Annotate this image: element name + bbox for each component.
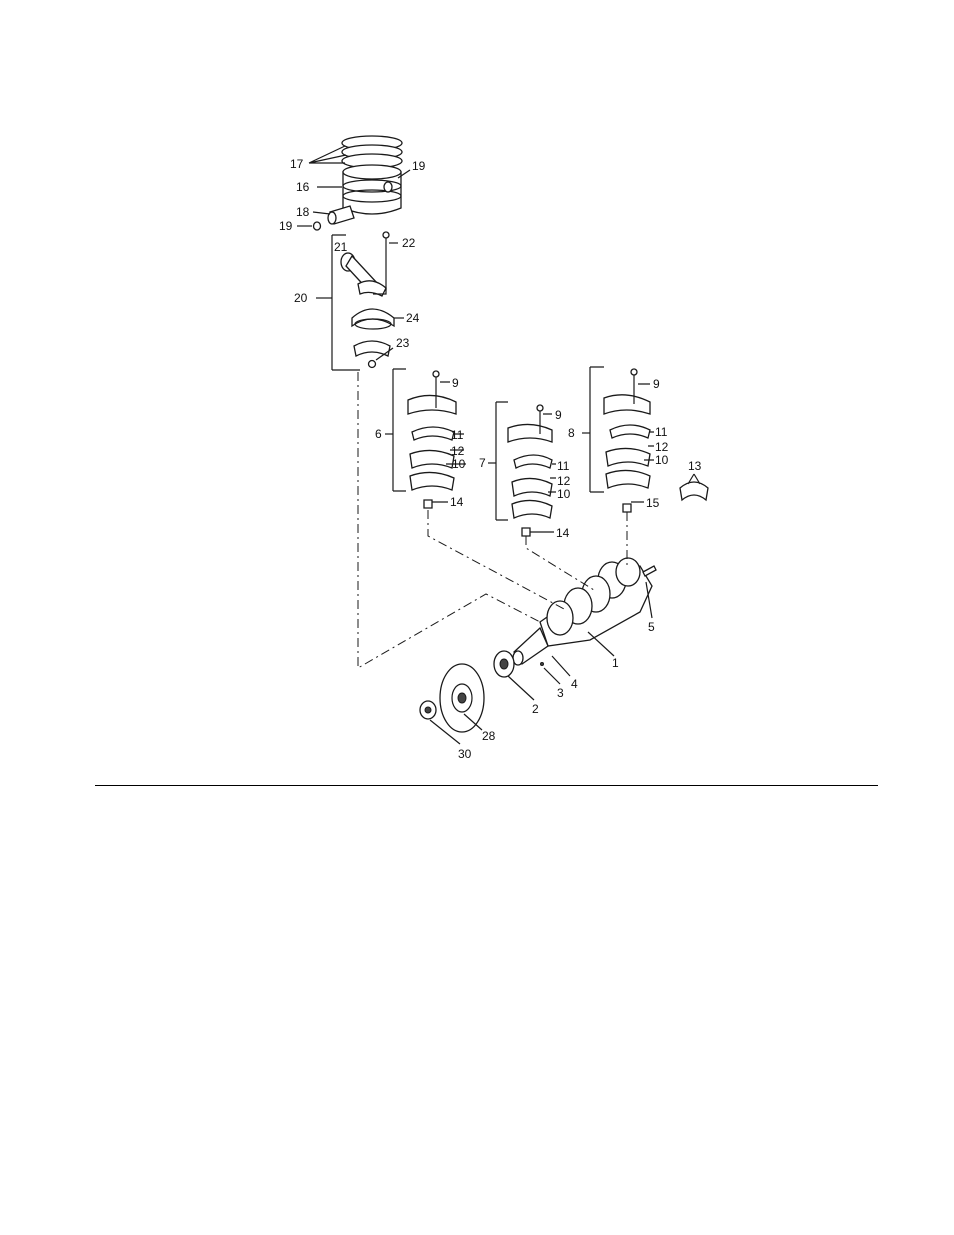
crankshaft-gear (494, 651, 514, 677)
thrust-washer (680, 474, 708, 500)
piston-pin (328, 206, 354, 224)
main-bearing-group-8 (604, 369, 650, 512)
main-bearing-group-6 (408, 371, 456, 508)
callout-18: 18 (296, 205, 310, 219)
main-bearing-group-7 (508, 405, 552, 536)
callout-19-top: 19 (412, 159, 426, 173)
callout-14-group6: 14 (450, 495, 464, 509)
callout-14-group7: 14 (556, 526, 570, 540)
connecting-rod (341, 253, 386, 296)
callout-19-left: 19 (279, 219, 293, 233)
callout-22: 22 (402, 236, 416, 250)
callout-8: 8 (568, 426, 575, 440)
callout-5: 5 (648, 620, 655, 634)
callout-4: 4 (571, 677, 578, 691)
callout-2: 2 (532, 702, 539, 716)
piston-rings (342, 136, 402, 168)
callout-9-group6: 9 (452, 376, 459, 390)
callout-28: 28 (482, 729, 496, 743)
callout-10-group7: 10 (557, 487, 571, 501)
callout-6: 6 (375, 427, 382, 441)
callout-13: 13 (688, 459, 702, 473)
crankshaft-exploded-diagram: 17 19 16 18 19 21 22 20 24 23 9 9 9 6 7 … (0, 0, 954, 780)
crankshaft-key (643, 566, 656, 576)
page-divider-rule (95, 785, 878, 786)
callout-11-group7: 11 (557, 459, 570, 473)
callout-3: 3 (557, 686, 564, 700)
callout-30: 30 (458, 747, 472, 761)
callout-12-group6: 12 (451, 444, 465, 458)
callout-7: 7 (479, 456, 486, 470)
callout-21: 21 (334, 240, 348, 254)
callout-12-group8: 12 (655, 440, 669, 454)
rod-bearing-upper (352, 309, 394, 329)
callout-12-group7: 12 (557, 474, 571, 488)
snap-ring-left (314, 222, 321, 230)
crankshaft (513, 558, 652, 665)
callout-15: 15 (646, 496, 660, 510)
snap-ring-right (384, 182, 392, 192)
callout-16: 16 (296, 180, 310, 194)
callout-1: 1 (612, 656, 619, 670)
callout-10-group8: 10 (655, 453, 669, 467)
rod-bolt (383, 232, 398, 290)
pulley-nut (420, 701, 436, 719)
callout-20: 20 (294, 291, 308, 305)
callout-11-group6: 11 (451, 428, 464, 442)
callout-10-group6: 10 (452, 457, 466, 471)
callout-9-group7: 9 (555, 408, 562, 422)
crankshaft-pulley (440, 664, 484, 732)
callout-23: 23 (396, 336, 410, 350)
key-3 (541, 663, 544, 666)
rod-nut (369, 361, 376, 368)
callout-24: 24 (406, 311, 420, 325)
callout-9-group8: 9 (653, 377, 660, 391)
callout-17: 17 (290, 157, 304, 171)
callout-11-group8: 11 (655, 425, 668, 439)
piston (343, 165, 401, 214)
